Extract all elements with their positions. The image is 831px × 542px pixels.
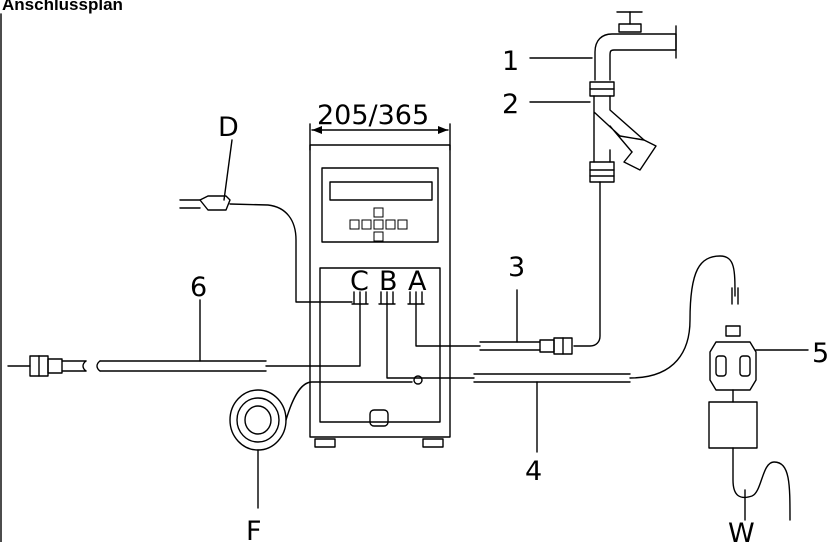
lance-window-left (715, 355, 727, 377)
canister-cable (732, 447, 791, 521)
filter-nut-bottom (589, 161, 615, 183)
unit-foot-right (422, 438, 444, 448)
key-up (373, 207, 384, 218)
hose-3-fitting (539, 339, 555, 353)
width-dimension (309, 123, 451, 151)
hose-4-to-port-b (386, 303, 475, 379)
dosing-unit (309, 144, 451, 448)
power-plug (179, 139, 321, 303)
port-c-fitting (351, 291, 369, 305)
water-tap (529, 11, 677, 81)
callout-6: 6 (190, 272, 207, 303)
key-left-inner (361, 219, 372, 230)
inlet-hose (415, 289, 573, 355)
dirt-filter (529, 81, 657, 183)
callout-4: 4 (525, 456, 542, 487)
hose-6-break-left (82, 360, 87, 372)
filter-cartridge (619, 135, 657, 171)
tap-spout (594, 33, 677, 81)
callout-3: 3 (508, 252, 525, 283)
callout-1: 1 (502, 46, 519, 77)
sensor-socket (413, 375, 423, 385)
lance-body (709, 341, 757, 391)
leader-d (223, 139, 233, 201)
hose-6-fitting (47, 358, 63, 374)
filter-body (593, 95, 645, 163)
port-a-label: A (408, 266, 427, 297)
page-title: Anschlussplan (2, 0, 123, 14)
coiled-drain-hose (229, 381, 413, 509)
port-b-label: B (379, 266, 398, 297)
drain-hose-to-unit (285, 381, 413, 421)
canister (708, 401, 758, 449)
hose-6-to-port-c (265, 303, 361, 367)
unit-foot-left (314, 438, 336, 448)
drain-port (369, 409, 389, 427)
callout-5: 5 (812, 338, 829, 369)
port-b-fitting (378, 291, 396, 305)
key-right (397, 219, 408, 230)
coil-middle (236, 397, 280, 443)
hose-3-to-port-a (415, 303, 481, 347)
unit-housing (309, 144, 451, 438)
key-right-inner (385, 219, 396, 230)
control-panel (321, 167, 439, 243)
tap-valve-cap (618, 23, 642, 33)
hose-4-curve (629, 255, 736, 379)
display-window (329, 181, 433, 201)
key-center (373, 219, 384, 230)
power-cable (229, 203, 321, 303)
key-left (349, 219, 360, 230)
callout-f: F (246, 516, 262, 542)
outlet-hose (7, 299, 361, 377)
callout-2: 2 (502, 89, 519, 120)
lance-window-right (739, 355, 751, 377)
lance-cap (725, 325, 741, 337)
connection-panel (319, 267, 441, 423)
port-c-label: C (350, 266, 369, 297)
port-a-fitting (407, 291, 425, 305)
hose-6-break-right (96, 360, 101, 372)
keypad (349, 207, 408, 242)
sensor-hose (386, 255, 736, 453)
callout-w: W (728, 518, 755, 542)
plug-body (199, 195, 231, 211)
water-supply-line (573, 181, 601, 347)
suction-lance (708, 287, 809, 521)
key-down (373, 231, 384, 242)
dimension-label: 205/365 (317, 100, 429, 131)
coil-inner (244, 405, 272, 435)
dimension-arrow-left (312, 126, 322, 134)
callout-d: D (218, 112, 239, 143)
coil-outer (229, 389, 287, 451)
dimension-arrow-right (438, 126, 448, 134)
